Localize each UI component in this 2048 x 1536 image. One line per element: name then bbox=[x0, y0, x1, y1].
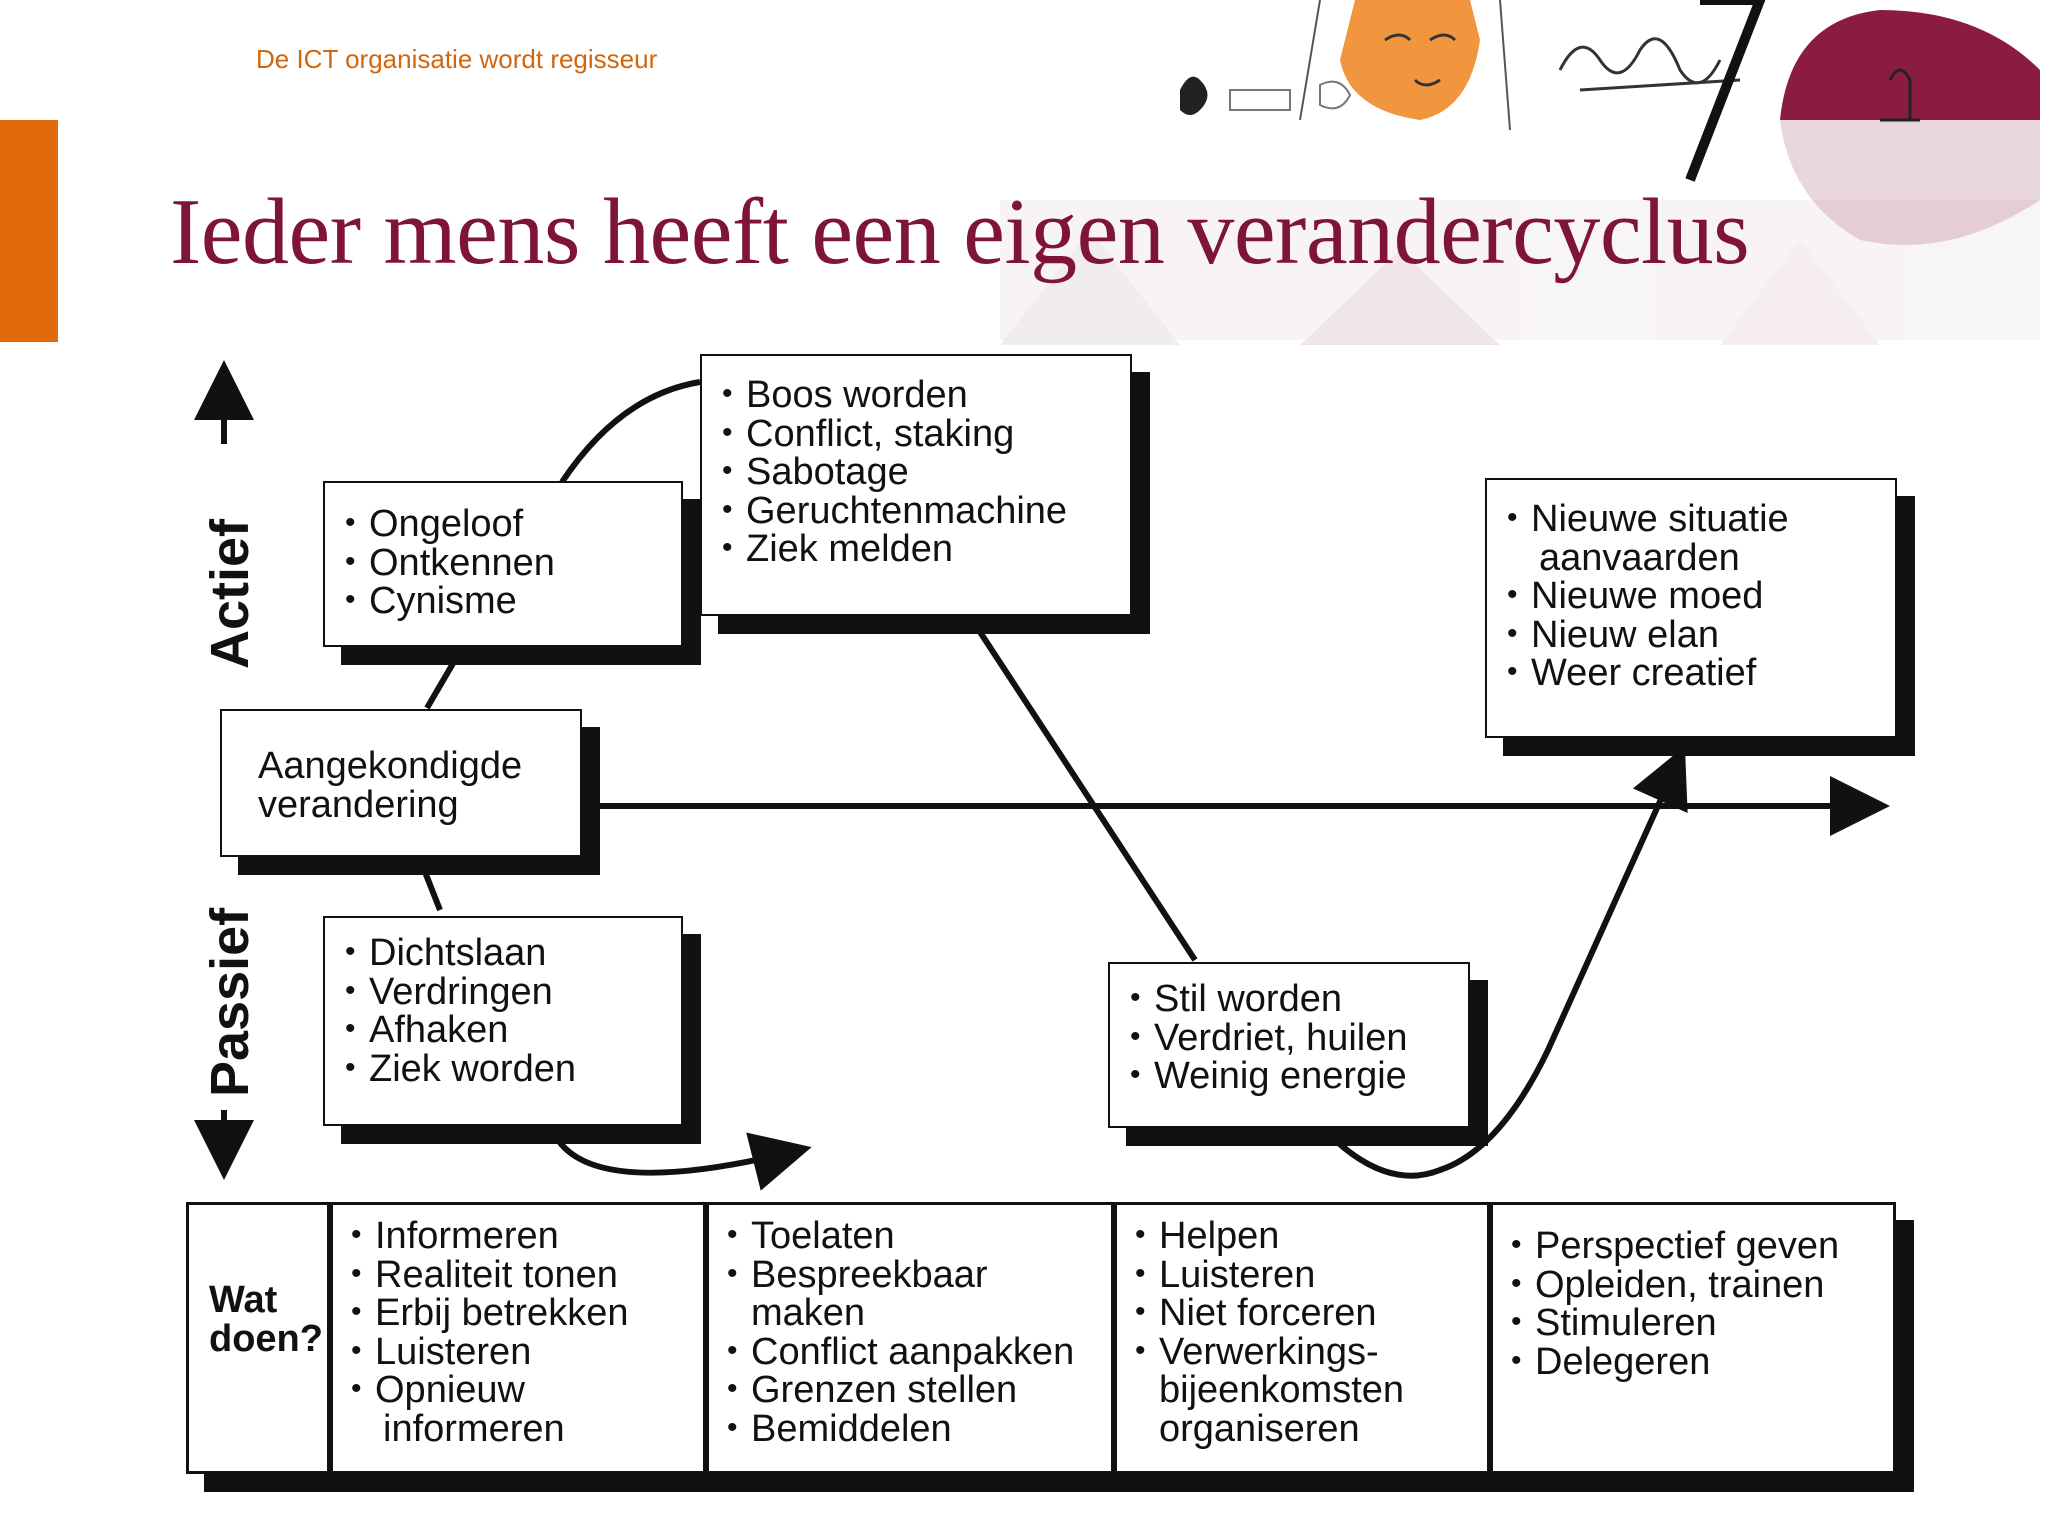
line-center-to-withdrawal bbox=[422, 870, 443, 912]
sketch-figure-icon bbox=[1180, 76, 1352, 115]
curve-sadness-to-acceptance bbox=[1332, 746, 1688, 1179]
list-item: Weer creatief bbox=[1507, 653, 1895, 693]
list-item: Nieuw elan bbox=[1507, 615, 1895, 655]
box-announced-change: Aangekondigde verandering bbox=[220, 709, 582, 857]
table-label-line: doen? bbox=[209, 1317, 323, 1360]
list-item: Grenzen stellen bbox=[727, 1370, 1111, 1410]
list-item: Delegeren bbox=[1511, 1342, 1893, 1382]
list-item: Geruchtenmachine bbox=[722, 491, 1130, 531]
list-item: Weinig energie bbox=[1130, 1056, 1468, 1096]
page-title: Ieder mens heeft een eigen verandercyclu… bbox=[170, 180, 1750, 284]
axis-label-actief: Actief bbox=[200, 518, 260, 669]
list-item-line: organiseren bbox=[1159, 1407, 1360, 1450]
list-item: Ziek melden bbox=[722, 529, 1130, 569]
list-item: Luisteren bbox=[351, 1332, 703, 1372]
line-center-to-disbelief bbox=[424, 658, 458, 710]
list-item: Nieuwe moed bbox=[1507, 576, 1895, 616]
list-item-line: Verwerkings- bbox=[1159, 1330, 1379, 1373]
list-item-line: Opnieuw bbox=[375, 1369, 525, 1411]
list-item: Helpen bbox=[1135, 1216, 1487, 1256]
list-item-line: aanvaarden bbox=[1539, 536, 1740, 579]
list-item: Stimuleren bbox=[1511, 1303, 1893, 1343]
list-item: Realiteit tonen bbox=[351, 1255, 703, 1295]
axis-label-passief: Passief bbox=[200, 907, 260, 1097]
list-item: Verdriet, huilen bbox=[1130, 1018, 1468, 1058]
list-item: Luisteren bbox=[1135, 1255, 1487, 1295]
list-item-line: bijeenkomsten bbox=[1159, 1369, 1405, 1411]
list-item: Cynisme bbox=[345, 581, 681, 621]
list-item: Stil worden bbox=[1130, 979, 1468, 1019]
header-illustration bbox=[1000, 0, 2040, 345]
list-item: Ontkennen bbox=[345, 543, 681, 583]
box-withdrawal: Dichtslaan Verdringen Afhaken Ziek worde… bbox=[323, 916, 683, 1126]
list-item: Conflict aanpakken bbox=[727, 1332, 1111, 1372]
list-item: Conflict, staking bbox=[722, 414, 1130, 454]
table-column-acceptance: Perspectief geven Opleiden, trainen Stim… bbox=[1487, 1205, 1893, 1471]
list-item: Erbij betrekken bbox=[351, 1293, 703, 1333]
maroon-disc-icon bbox=[1780, 10, 2040, 245]
list-item: Verdringen bbox=[345, 972, 681, 1012]
box-anger: Boos worden Conflict, staking Sabotage G… bbox=[700, 354, 1132, 616]
table-column-sadness: Helpen Luisteren Niet forceren Verwerkin… bbox=[1111, 1205, 1487, 1471]
list-item-line: Nieuwe situatie bbox=[1531, 498, 1789, 540]
table-label-line: Wat bbox=[209, 1279, 278, 1321]
center-box-line: Aangekondigde bbox=[258, 745, 523, 787]
accent-bar bbox=[0, 120, 58, 342]
list-item-line: maken bbox=[751, 1292, 866, 1334]
list-item: Dichtslaan bbox=[345, 933, 681, 973]
table-column-denial: Informeren Realiteit tonen Erbij betrekk… bbox=[327, 1205, 703, 1471]
signature-icon bbox=[1558, 0, 1766, 182]
list-item: Boos worden bbox=[722, 375, 1130, 415]
header-subtitle: De ICT organisatie wordt regisseur bbox=[256, 44, 658, 74]
list-item: Perspectief geven bbox=[1511, 1226, 1893, 1266]
list-item: Informeren bbox=[351, 1216, 703, 1256]
list-item: Sabotage bbox=[722, 452, 1130, 492]
center-box-line: verandering bbox=[258, 783, 459, 826]
line-anger-to-sadness bbox=[977, 630, 1198, 962]
list-item: Ongeloof bbox=[345, 504, 681, 544]
list-item-line: informeren bbox=[383, 1407, 565, 1450]
sketch-face-icon bbox=[1299, 0, 1511, 131]
box-sadness: Stil worden Verdriet, huilen Weinig ener… bbox=[1108, 962, 1470, 1128]
list-item: Ziek worden bbox=[345, 1049, 681, 1089]
list-item: Afhaken bbox=[345, 1010, 681, 1050]
list-item: Toelaten bbox=[727, 1216, 1111, 1256]
curve-withdrawal-arrow bbox=[555, 1132, 812, 1191]
list-item: Niet forceren bbox=[1135, 1293, 1487, 1333]
list-item-line: Bespreekbaar bbox=[751, 1253, 988, 1296]
actions-table: Wat doen? Informeren Realiteit tonen Erb… bbox=[186, 1202, 1896, 1474]
table-label: Wat doen? bbox=[189, 1205, 327, 1471]
list-item: Bemiddelen bbox=[727, 1409, 1111, 1449]
box-disbelief: Ongeloof Ontkennen Cynisme bbox=[323, 481, 683, 647]
list-item: Opleiden, trainen bbox=[1511, 1265, 1893, 1305]
curve-disbelief-to-anger bbox=[559, 379, 701, 484]
